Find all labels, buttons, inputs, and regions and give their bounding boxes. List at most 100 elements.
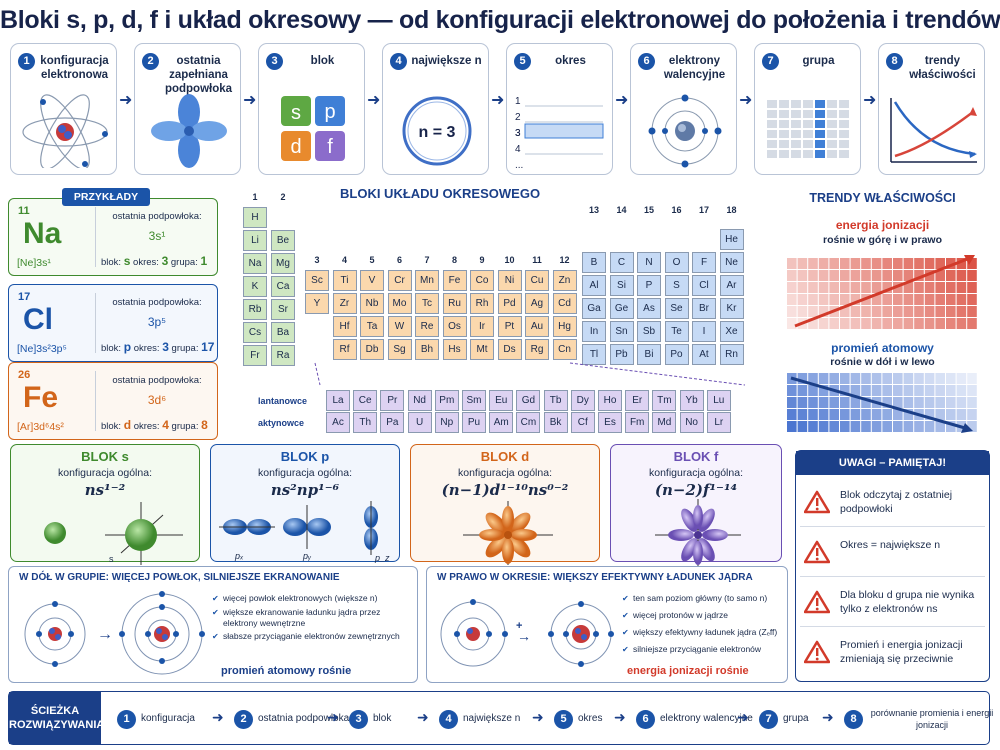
group-number: 6	[396, 255, 402, 265]
period-value: 4	[162, 418, 169, 432]
step-label: ostatnia zapełniana podpowłoka	[164, 55, 233, 95]
element-cell: Ge	[609, 298, 634, 319]
element-cell: S	[664, 275, 689, 296]
block-label: blok:	[101, 421, 122, 432]
trends-title: TRENDY WŁAŚCIWOŚCI	[809, 191, 956, 205]
group-number: 1	[252, 192, 258, 202]
element-cell: N	[637, 252, 661, 273]
element-cell: Mo	[387, 293, 412, 314]
orbital-illustration	[413, 497, 599, 572]
period-label: okres:	[133, 421, 160, 432]
svg-text:f: f	[327, 136, 333, 158]
element-cell: Fe	[442, 270, 467, 291]
last-subshell-label: ostatnia podpowłoka:	[112, 211, 202, 222]
lanthanides-label: lantanowce	[258, 396, 308, 406]
orbital-illustration: s	[13, 497, 199, 572]
orbital-icon	[151, 94, 227, 168]
element-cell: Cr	[387, 270, 412, 291]
element-cell: Th	[353, 412, 378, 433]
element-cell: Kr	[719, 298, 744, 319]
config-label: konfiguracja ogólna:	[58, 467, 152, 479]
warning-icon	[803, 640, 831, 669]
step-label: grupa	[802, 55, 835, 67]
element-cell: Mg	[271, 253, 295, 274]
group-value: 1	[200, 254, 208, 268]
element-cell: As	[637, 298, 661, 319]
shell-n-icon: n = 3	[402, 96, 472, 166]
element-cell: Fr	[243, 345, 267, 366]
warning-icon	[803, 590, 831, 619]
path-step-number: 1	[117, 709, 136, 729]
svg-text:→: →	[97, 626, 113, 643]
element-cell: Mn	[415, 270, 439, 291]
group-number: 2	[280, 192, 286, 202]
element-cell: Ru	[442, 293, 467, 314]
element-cell: C	[609, 252, 634, 273]
step-arrow-icon: ➜	[863, 92, 877, 109]
element-cell: H	[243, 207, 267, 228]
element-cell: Bi	[637, 344, 661, 365]
atom-icon	[22, 94, 108, 170]
element-cell: Br	[692, 298, 716, 319]
trend-chart-icon	[890, 98, 977, 163]
element-cell: Pu	[462, 412, 486, 433]
general-config: ns¹⁻²	[84, 481, 126, 499]
general-config: (n−2)f¹⁻¹⁴	[654, 481, 738, 499]
group-number: 3	[314, 255, 320, 265]
group-number: 13	[588, 205, 599, 215]
svg-text:pᵧ: pᵧ	[302, 551, 312, 561]
step-arrow-icon: ➜	[491, 92, 505, 109]
element-cell: Ta	[360, 316, 384, 337]
path-arrow-icon: ➜	[614, 709, 626, 725]
element-cell: Sg	[387, 339, 412, 360]
element-cell: Rf	[332, 339, 357, 360]
element-cell: O	[664, 252, 689, 273]
svg-text:3: 3	[515, 128, 521, 139]
actinides-label: aktynowce	[258, 418, 305, 428]
step-number: 7	[762, 53, 779, 70]
group-number: 4	[341, 255, 347, 265]
block-value: d	[123, 418, 132, 432]
valence-atom-icon	[648, 94, 722, 168]
notes-panel: UWAGI – PAMIĘTAJ! Blok odczytaj z ostatn…	[795, 450, 990, 682]
svg-text:1: 1	[515, 96, 521, 107]
step-illustration	[759, 94, 856, 168]
group-number: 15	[643, 205, 654, 215]
path-step-label: konfiguracja	[141, 713, 195, 724]
element-cell: In	[582, 321, 606, 342]
element-cell: Ne	[719, 252, 744, 273]
group-number: 16	[671, 205, 682, 215]
note-text: Promień i energia jonizacji zmieniają si…	[840, 639, 963, 665]
path-arrow-icon: ➜	[327, 709, 339, 725]
element-cell: Pm	[434, 390, 459, 411]
element-cell: Nb	[360, 293, 384, 314]
path-step-number: 6	[636, 709, 655, 729]
ionization-desc: rośnie w górę i w prawo	[822, 234, 943, 246]
path-step-number: 8	[844, 709, 863, 729]
note-item: Dla bloku d grupa nie wynika tylko z ele…	[800, 581, 985, 627]
element-cell: Pa	[380, 412, 405, 433]
element-cell: Md	[652, 412, 677, 433]
bullet-item: większe ekranowanie ładunku jądra przez …	[212, 607, 408, 629]
step-label: okres	[555, 55, 586, 67]
block-label: blok:	[101, 257, 122, 268]
step-label: trendy właściwości	[909, 55, 976, 81]
bullet-item: więcej powłok elektronowych (większe n)	[212, 593, 408, 604]
element-cell: Ca	[271, 276, 295, 297]
element-cell: Am	[489, 412, 514, 433]
orbital-illustration	[613, 497, 783, 572]
path-arrow-icon: ➜	[822, 709, 834, 725]
element-cell: Te	[664, 321, 689, 342]
element-cell: Cn	[552, 339, 577, 360]
path-step-label: porównanie promienia i energii jonizacji	[870, 708, 994, 730]
period-trend-header: W PRAWO W OKRESIE: WIĘKSZY EFEKTYWNY ŁAD…	[437, 572, 753, 583]
path-step-label: elektrony walencyjne	[660, 713, 753, 724]
example-meta: blok: s okres: 3 grupa: 1	[101, 254, 213, 268]
